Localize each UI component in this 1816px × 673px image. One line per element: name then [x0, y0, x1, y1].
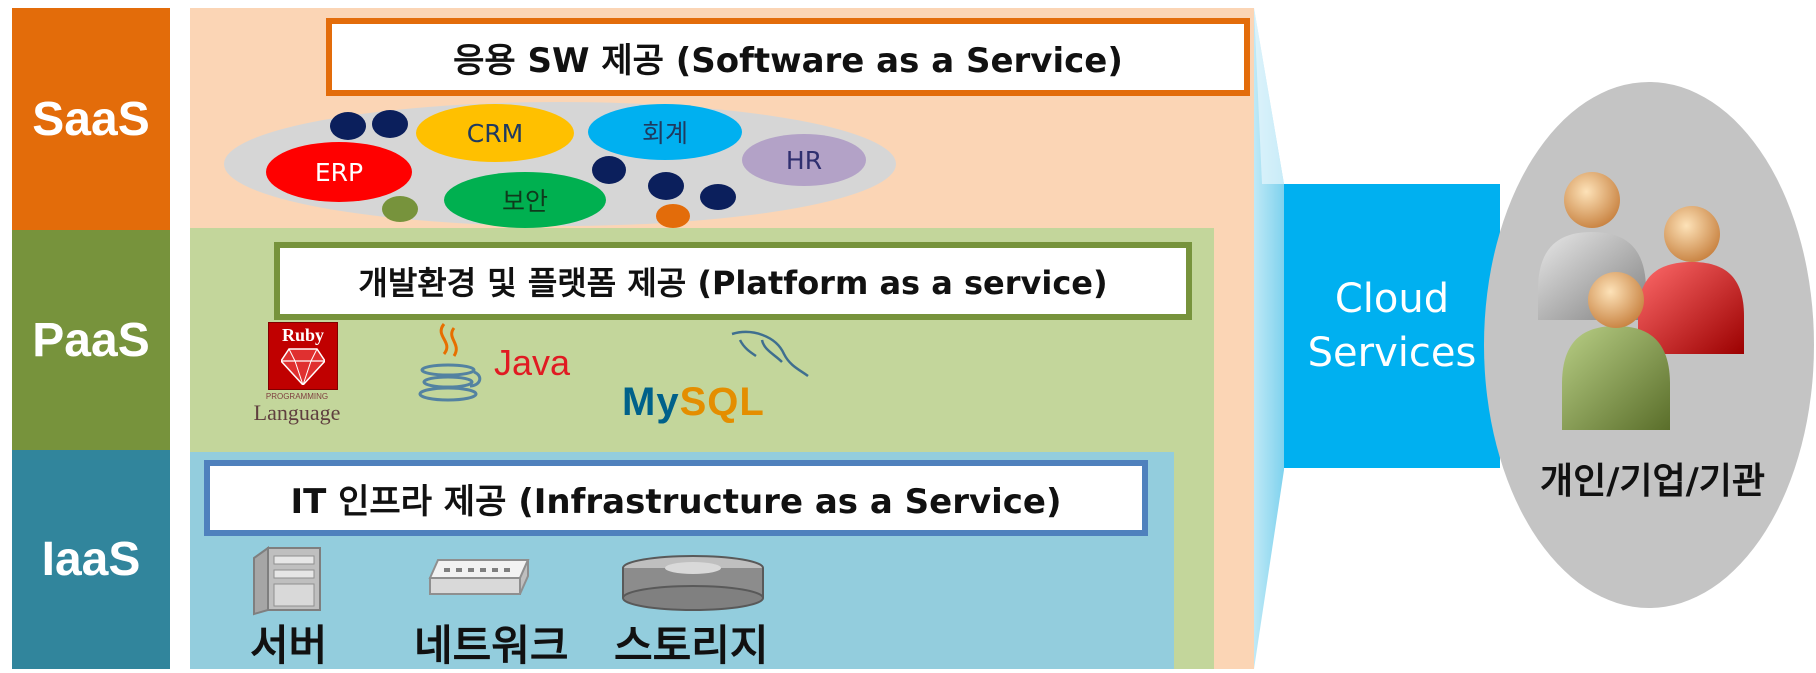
crm-label: CRM — [466, 118, 524, 148]
iaas-side-label: IaaS — [12, 450, 170, 669]
erp-bubble: ERP — [266, 142, 412, 202]
dot — [700, 184, 736, 210]
dot — [592, 156, 626, 184]
accounting-bubble: 회계 — [588, 104, 742, 160]
network-label: 네트워크 — [414, 621, 569, 670]
paas-label: PaaS — [32, 313, 150, 367]
crm-bubble: CRM — [416, 104, 574, 162]
dot — [648, 172, 684, 200]
java-cup-icon — [418, 323, 482, 402]
erp-label: ERP — [314, 157, 364, 187]
cloud-services-box: Cloud Services — [1284, 184, 1500, 468]
mysql-logo: MySQL — [622, 326, 812, 425]
dot — [372, 110, 408, 138]
accounting-label: 회계 — [641, 119, 688, 148]
saas-title-box: 응용 SW 제공 (Software as a Service) — [326, 18, 1250, 96]
users-label: 개인/기업/기관 — [1540, 461, 1766, 502]
paas-side-label: PaaS — [12, 230, 170, 450]
iaas-title-box: IT 인프라 제공 (Infrastructure as a Service) — [204, 460, 1148, 536]
ruby-subtitle: PROGRAMMING — [265, 392, 329, 401]
ruby-logo: Ruby PROGRAMMING Language — [242, 322, 352, 425]
dot — [330, 112, 366, 140]
iaas-title: IT 인프라 제공 (Infrastructure as a Service) — [290, 481, 1062, 522]
dot — [382, 196, 418, 222]
mysql-my: My — [622, 380, 680, 424]
cloud-services-line2: Services — [1307, 330, 1477, 376]
saas-side-label: SaaS — [12, 8, 170, 230]
ruby-name: Ruby — [281, 325, 325, 345]
server-icon — [253, 546, 321, 616]
mysql-sql: SQL — [679, 380, 765, 424]
paas-title: 개발환경 및 플랫폼 제공 (Platform as a service) — [358, 264, 1108, 302]
iaas-label: IaaS — [41, 533, 141, 586]
cloud-beam — [1254, 8, 1284, 669]
hr-label: HR — [785, 145, 823, 175]
cloud-services-line1: Cloud — [1334, 276, 1450, 322]
paas-title-box: 개발환경 및 플랫폼 제공 (Platform as a service) — [274, 242, 1192, 320]
server-label: 서버 — [250, 621, 328, 670]
java-logo: Java — [414, 320, 584, 410]
security-bubble: 보안 — [444, 172, 606, 228]
ruby-gem-icon — [281, 348, 325, 385]
security-label: 보안 — [501, 187, 548, 216]
ruby-gem-box: Ruby — [268, 322, 338, 390]
saas-label: SaaS — [32, 92, 150, 146]
storage-icon — [622, 555, 764, 611]
mysql-dolphin-icon — [731, 330, 809, 378]
storage-label: 스토리지 — [614, 621, 769, 670]
java-name: Java — [494, 342, 571, 383]
mysql-name: MySQL — [622, 380, 765, 425]
ruby-language: Language — [253, 400, 341, 425]
dot — [656, 204, 690, 228]
saas-title: 응용 SW 제공 (Software as a Service) — [453, 40, 1123, 81]
network-switch-icon — [428, 559, 530, 595]
hr-bubble: HR — [742, 134, 866, 186]
users-icon — [1538, 172, 1744, 430]
